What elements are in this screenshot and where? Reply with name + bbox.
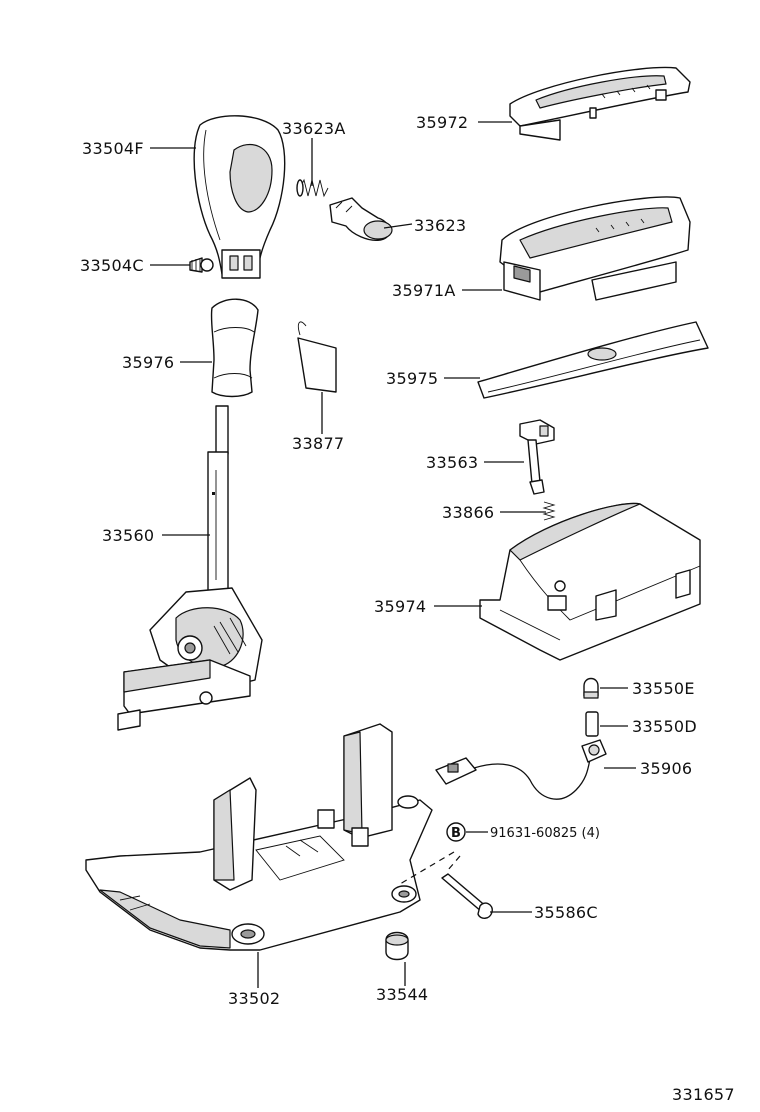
label-33504F: 33504F (82, 139, 144, 158)
bulb-part (583, 677, 599, 699)
label-33504C: 33504C (80, 256, 144, 275)
label-35906: 35906 (640, 759, 692, 778)
label-35971A: 35971A (392, 281, 456, 300)
caution-label-part (297, 321, 337, 393)
label-35975: 35975 (386, 369, 438, 388)
indicator-cover-part (509, 66, 691, 141)
label-33560: 33560 (102, 526, 154, 545)
base-plate-part (85, 723, 433, 951)
label-33563: 33563 (426, 453, 478, 472)
spring-part (296, 178, 329, 198)
lock-spring-part (542, 501, 556, 521)
leader-lines (150, 121, 636, 988)
bolt-part (399, 851, 493, 919)
label-33550E: 33550E (632, 679, 695, 698)
shift-lever-part (117, 405, 263, 731)
figure-number: 331657 (672, 1085, 735, 1104)
part-labels: 33504F 33623A 33623 33504C 35976 33877 3… (80, 113, 697, 1008)
label-33866: 33866 (442, 503, 494, 522)
label-35976: 35976 (122, 353, 174, 372)
label-35586C: 35586C (534, 903, 598, 922)
lock-pin-part (519, 419, 555, 495)
bushing-part (385, 931, 409, 961)
label-33502: 33502 (228, 989, 280, 1008)
indicator-housing-part (499, 196, 691, 301)
label-35974: 35974 (374, 597, 426, 616)
label-91631-60825: 91631-60825 (4) (490, 826, 600, 841)
label-33877: 33877 (292, 434, 344, 453)
shift-knob-part (193, 115, 286, 279)
bolt-marker-letter: B (451, 826, 461, 841)
slide-plate-part (477, 321, 709, 399)
label-33623A: 33623A (282, 119, 346, 138)
label-35972: 35972 (416, 113, 468, 132)
screw-part (189, 257, 214, 273)
wire-harness-part (435, 739, 607, 800)
shift-boot-part (210, 298, 259, 398)
lower-housing-part (479, 502, 701, 661)
label-33623: 33623 (414, 216, 466, 235)
bulb-socket-part (585, 711, 599, 737)
bolt-marker-symbol: B (446, 822, 466, 842)
push-button-part (329, 197, 393, 241)
label-33544: 33544 (376, 985, 428, 1004)
label-33550D: 33550D (632, 717, 697, 736)
